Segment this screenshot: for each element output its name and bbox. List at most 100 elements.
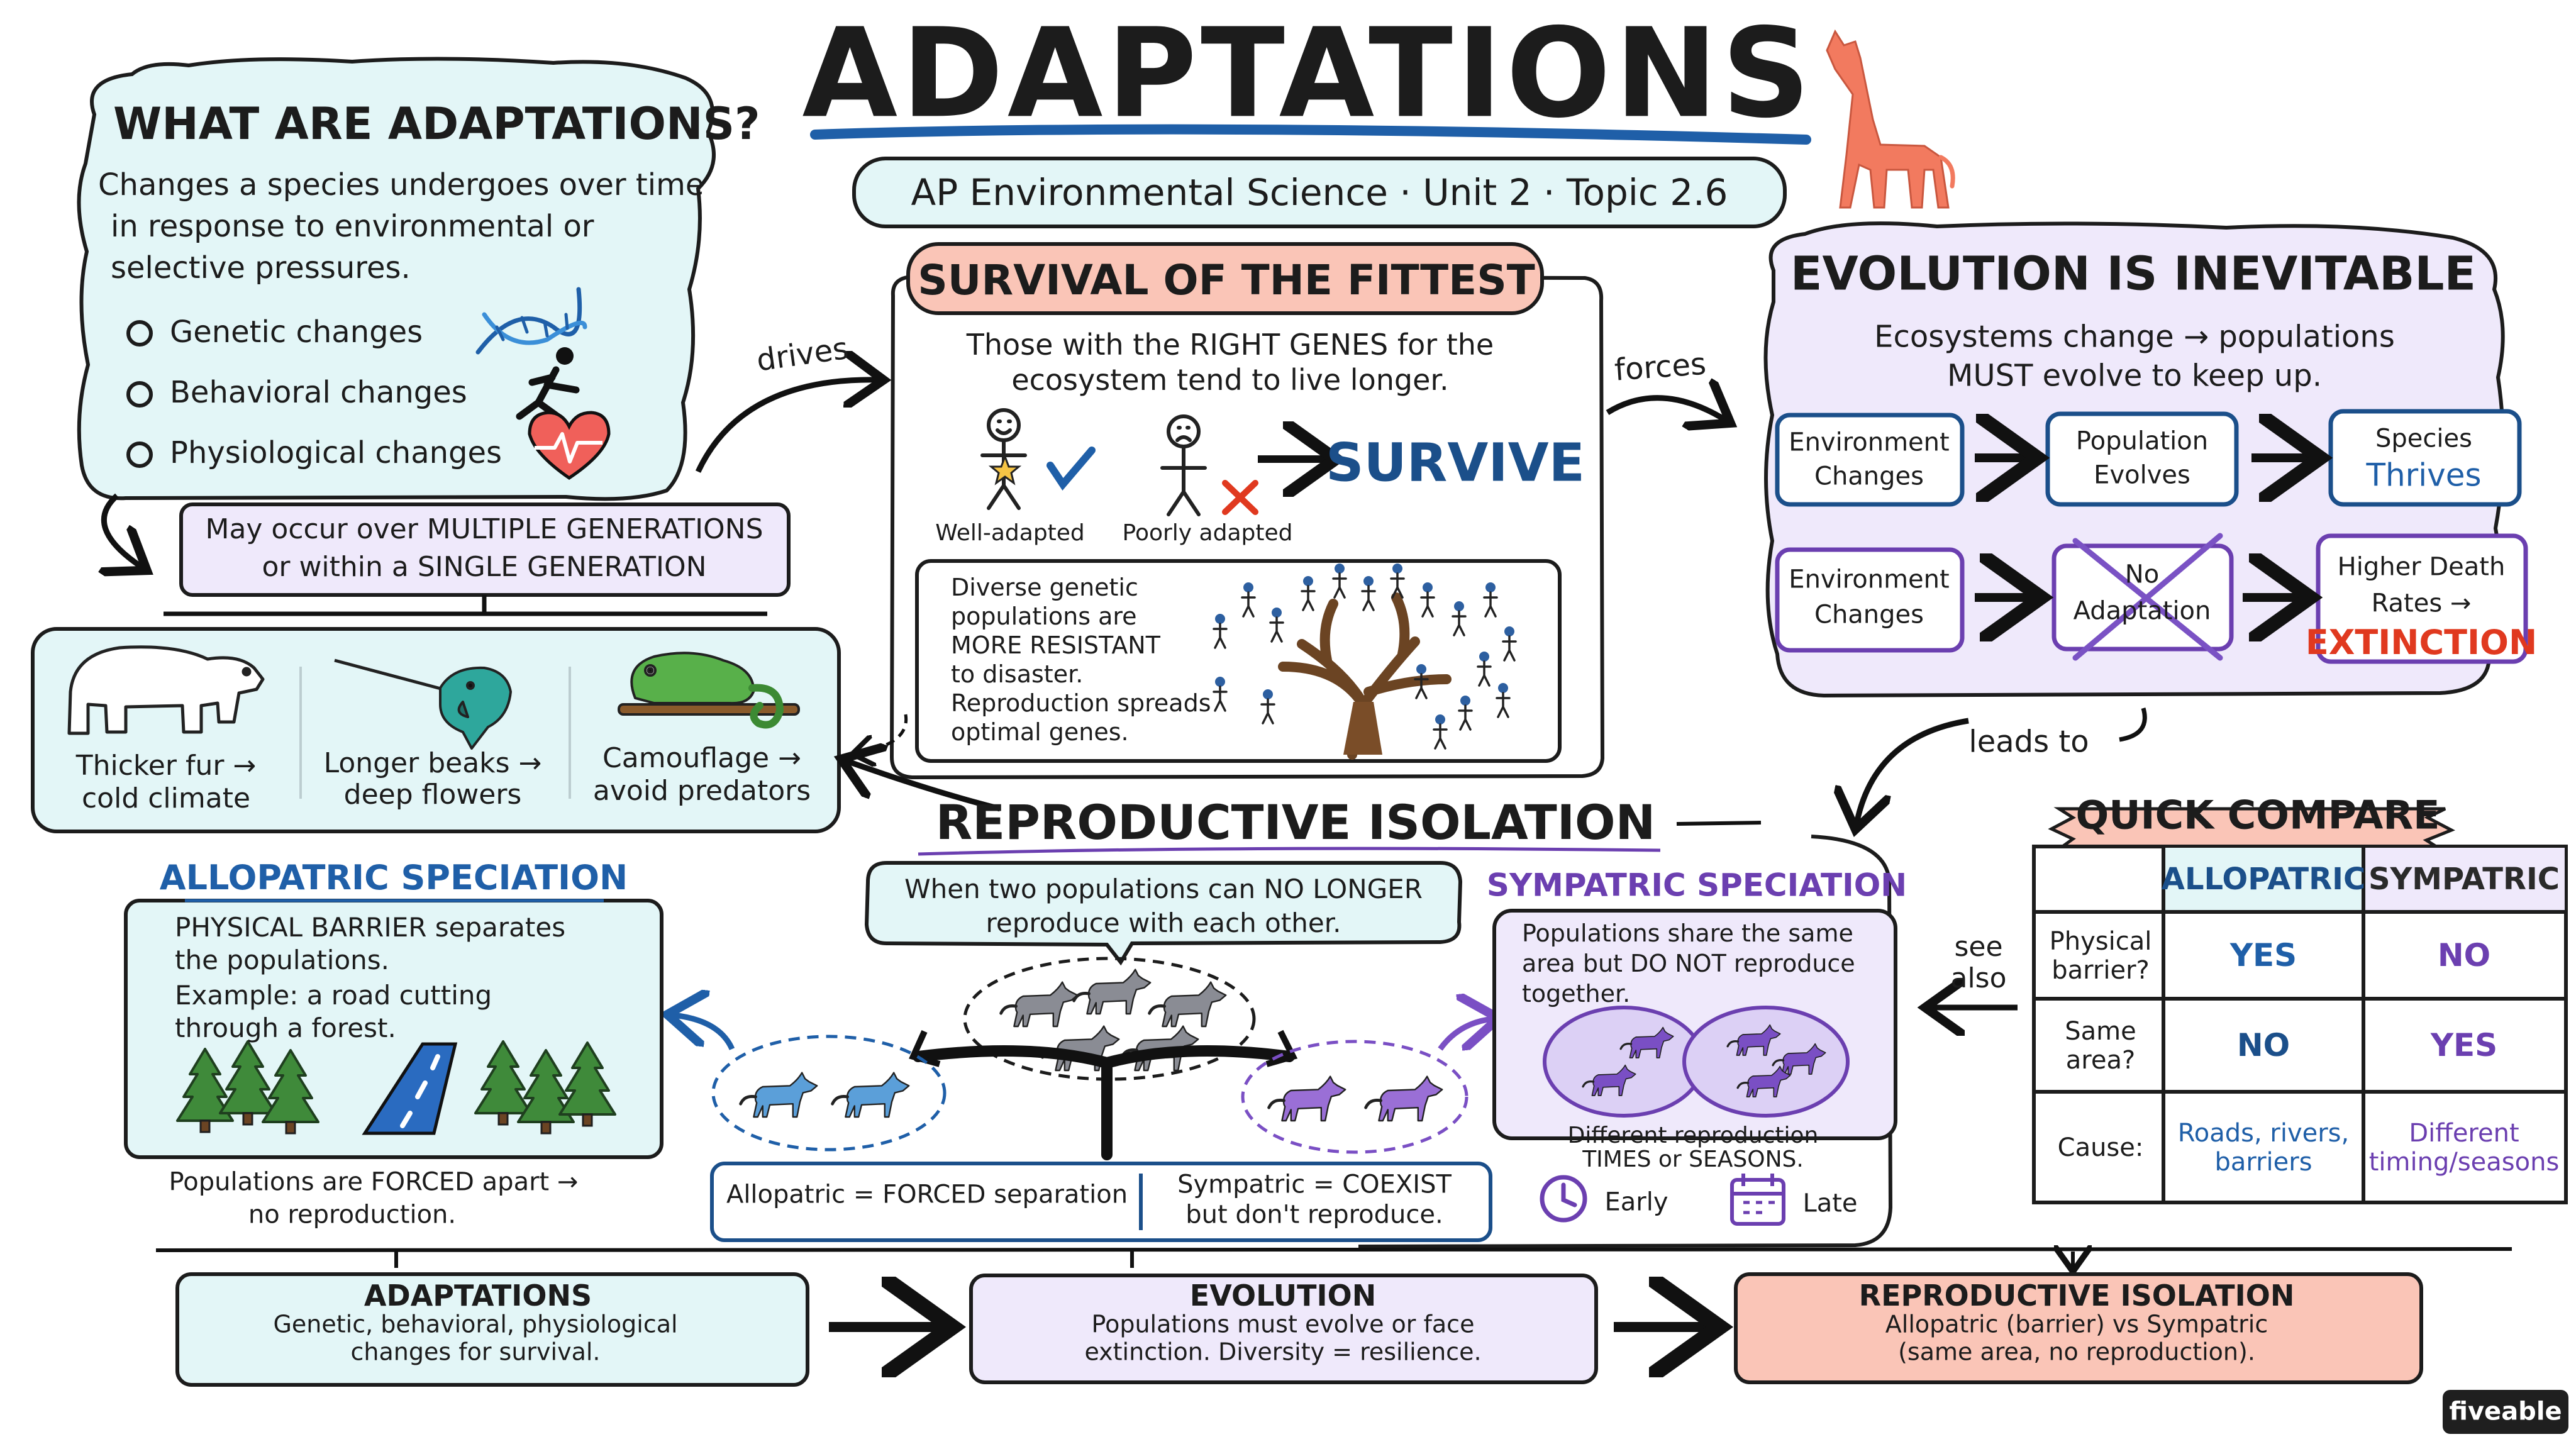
summary-2-body-2: extinction. Diversity = resilience. [1084, 1338, 1482, 1366]
example-2-line-2: deep flowers [343, 779, 522, 811]
survival-body-2: ecosystem tend to live longer. [1011, 362, 1449, 397]
well-adapted-figure-icon [980, 408, 1096, 510]
repro-heading: REPRODUCTIVE ISOLATION [935, 794, 1656, 851]
example-1-line-1: Thicker fur → [75, 750, 257, 782]
early-label: Early [1604, 1187, 1668, 1217]
item-physiological: Physiological changes [170, 435, 502, 470]
family-tree-icon [1213, 562, 1517, 760]
evo-r1-b2-line2: Evolves [2094, 460, 2190, 490]
allopatric-body-2: the populations. [175, 945, 390, 975]
summary-2-title: EVOLUTION [1189, 1278, 1377, 1313]
evo-r2-b2-line2: Adaptation [2073, 596, 2211, 626]
diverse-line-6: optimal genes. [951, 718, 1129, 746]
example-3-line-1: Camouflage → [602, 742, 801, 775]
allopatric-heading: ALLOPATRIC SPECIATION [159, 858, 628, 898]
summary-3-body-2: (same area, no reproduction). [1898, 1338, 2255, 1366]
evo-r1-b3-line2: Thrives [2366, 457, 2482, 494]
diverse-line-4: to disaster. [951, 660, 1084, 688]
qc-col-allopatric: ALLOPATRIC [2161, 862, 2366, 897]
example-3-line-2: avoid predators [592, 775, 811, 808]
forces-label: forces [1613, 346, 1707, 388]
title-underline [810, 124, 1811, 145]
cross-out-icon [2072, 533, 2223, 661]
qc-row1-allopatric: YES [2229, 937, 2297, 974]
evo-box-env-changes-2 [1775, 547, 1965, 653]
summary-1-title: ADAPTATIONS [364, 1278, 592, 1313]
repro-bubble-line2: reproduce with each other. [985, 908, 1341, 939]
qc-row3-sympatric: Different timing/seasons [2368, 1119, 2560, 1177]
hummingbird-icon [334, 658, 512, 750]
generations-line-1: May occur over MULTIPLE GENERATIONS [205, 513, 763, 546]
qc-row2-allopatric: NO [2236, 1027, 2290, 1064]
poorly-adapted-label: Poorly adapted [1122, 519, 1293, 546]
sympatric-caption-1: Different reproduction [1567, 1122, 1819, 1148]
what-are-heading: WHAT ARE ADAPTATIONS? [113, 98, 760, 150]
evo-r1-b1-line2: Changes [1814, 462, 1924, 491]
sympatric-body-3: together. [1522, 980, 1631, 1008]
heart-icon [528, 411, 611, 480]
qc-row1-label: Physical barrier? [2049, 927, 2152, 985]
allopatric-footer-1: Populations are FORCED apart → [169, 1167, 579, 1197]
calendar-icon [1730, 1174, 1785, 1226]
repro-bubble-line1: When two populations can NO LONGER [904, 874, 1423, 905]
runner-icon [516, 347, 580, 423]
extinction-label: EXTINCTION [2305, 623, 2538, 663]
see-also-label-1: see [1954, 931, 2003, 963]
compare-left: Allopatric = FORCED separation [726, 1180, 1128, 1209]
compare-right-1: Sympatric = COEXIST [1177, 1170, 1452, 1199]
allopatric-body-3: Example: a road cutting [175, 980, 492, 1011]
evo-r2-b2-line1: No [2124, 560, 2160, 589]
forest-road-icon [176, 1040, 616, 1135]
brand-label[interactable]: fiveable [2449, 1397, 2562, 1426]
late-label: Late [1802, 1189, 1858, 1218]
leads-to-label: leads to [1968, 724, 2089, 760]
qc-row1-sympatric: NO [2437, 937, 2491, 974]
repro-speech-bubble [864, 861, 1463, 966]
sympatric-caption-2: TIMES or SEASONS. [1582, 1146, 1804, 1172]
evo-r1-b3-line1: Species [2375, 424, 2472, 453]
purple-wolf-pair-icon [1269, 1077, 1443, 1121]
allopatric-footer-2: no reproduction. [248, 1200, 457, 1230]
evolution-body-2: MUST evolve to keep up. [1947, 358, 2322, 394]
sympatric-body-1: Populations share the same [1522, 919, 1853, 947]
generations-line-2: or within a SINGLE GENERATION [262, 551, 707, 584]
poorly-adapted-figure-icon [1160, 414, 1258, 516]
compare-right-2: but don't reproduce. [1185, 1200, 1443, 1230]
evo-r1-b2-line1: Population [2075, 426, 2209, 456]
compare-pill [710, 1162, 1492, 1242]
qc-col-sympatric: SYMPATRIC [2368, 862, 2560, 897]
qc-row2-sympatric: YES [2430, 1027, 2498, 1064]
diverse-line-5: Reproduction spreads [951, 689, 1211, 717]
qc-row3-allopatric: Roads, rivers, barriers [2177, 1119, 2350, 1177]
giraffe-icon [1826, 29, 1955, 209]
summary-box-repro [1734, 1272, 2423, 1384]
evo-r2-b1-line1: Environment [1789, 565, 1950, 594]
page-title: ADAPTATIONS [802, 2, 1814, 146]
diverse-line-3: MORE RESISTANT [951, 631, 1160, 659]
summary-box-evolution [969, 1274, 1598, 1384]
evo-r1-b1-line1: Environment [1789, 428, 1950, 457]
qc-row2-label: Same area? [2065, 1017, 2136, 1075]
well-adapted-label: Well-adapted [935, 519, 1085, 546]
summary-3-body-1: Allopatric (barrier) vs Sympatric [1885, 1310, 2268, 1338]
dna-icon [475, 287, 587, 355]
what-are-body-3: selective pressures. [111, 250, 411, 286]
evo-box-env-changes-1 [1775, 413, 1965, 507]
summary-1-body-2: changes for survival. [350, 1338, 601, 1366]
summary-2-body-1: Populations must evolve or face [1091, 1310, 1475, 1338]
page-subtitle: AP Environmental Science · Unit 2 · Topi… [911, 170, 1728, 214]
what-are-body-2: in response to environmental or [111, 209, 594, 244]
quick-compare-heading: QUICK COMPARE [2075, 792, 2440, 838]
evo-r2-b3-line1: Higher Death [2337, 552, 2506, 582]
evo-r2-b1-line2: Changes [1814, 600, 1924, 630]
survival-heading: SURVIVAL OF THE FITTEST [918, 256, 1535, 305]
example-2-line-1: Longer beaks → [323, 747, 542, 780]
chameleon-icon [618, 652, 800, 729]
survive-label: SURVIVE [1325, 431, 1585, 494]
item-behavioral: Behavioral changes [170, 375, 467, 410]
survival-body-1: Those with the RIGHT GENES for the [966, 327, 1494, 362]
qc-row3-label: Cause: [2057, 1133, 2144, 1162]
polar-bear-icon [67, 645, 265, 735]
subtitle-pill [852, 157, 1787, 228]
